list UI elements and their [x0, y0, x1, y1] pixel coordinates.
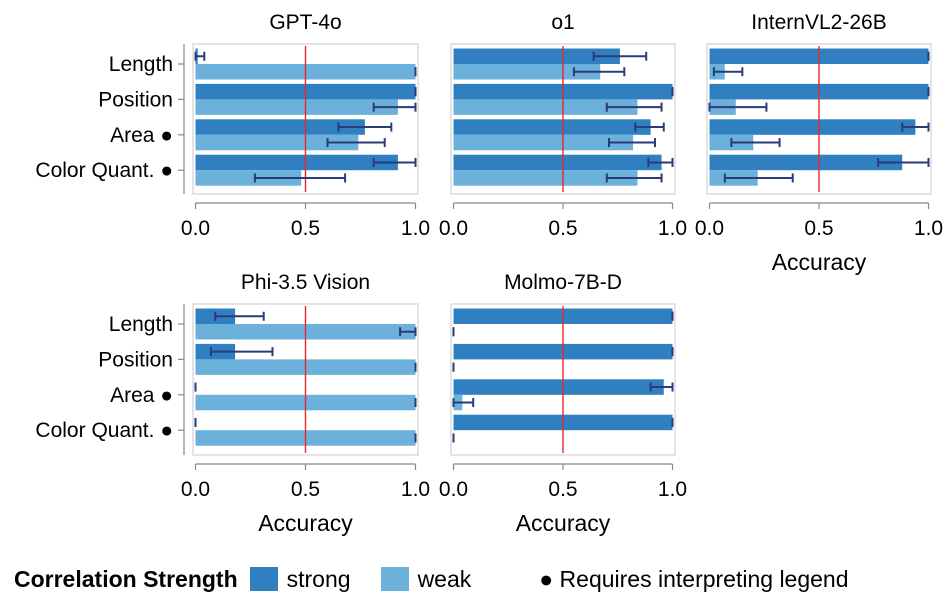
phi-3-5-vision-y-label-area: Area ● [110, 384, 173, 407]
molmo-7b-d-bar-strong-area [453, 379, 664, 395]
o1-panel-title: o1 [551, 11, 574, 34]
phi-3-5-vision-panel-frame [192, 303, 419, 456]
molmo-7b-d-errorbar-weak-area [452, 398, 475, 408]
internvl2-26b-panel-frame [706, 43, 932, 195]
gpt-4o-x-tick-label-0-5: 0.5 [291, 217, 320, 240]
phi-3-5-vision-panel-title: Phi-3.5 Vision [241, 271, 370, 294]
o1-errorbar-weak-color-quant [605, 173, 663, 183]
o1-bar-strong-area [453, 119, 651, 135]
gpt-4o-errorbar-strong-area [337, 122, 393, 132]
phi-3-5-vision-x-axis-label: Accuracy [258, 510, 353, 536]
molmo-7b-d-x-tick-label-1-0: 1.0 [658, 478, 687, 501]
molmo-7b-d-panel-frame [450, 303, 676, 456]
legend-item-weak: weak [380, 565, 472, 593]
internvl2-26b-bar-strong-area [709, 119, 916, 135]
internvl2-26b-errorbar-strong-color-quant [877, 157, 930, 167]
gpt-4o-bar-weak-position [195, 99, 398, 115]
o1-panel-frame [450, 43, 676, 195]
phi-3-5-vision-x-tick-label-0-5: 0.5 [291, 478, 320, 501]
gpt-4o-errorbar-strong-length [194, 51, 206, 61]
phi-3-5-vision-errorbar-strong-position [209, 347, 274, 357]
gpt-4o-y-label-area: Area ● [110, 124, 173, 147]
o1-x-tick-label-1-0: 1.0 [658, 217, 687, 240]
internvl2-26b-x-axis-label: Accuracy [772, 249, 867, 275]
legend-title: Correlation Strength [14, 565, 238, 592]
internvl2-26b-errorbar-weak-area [730, 138, 781, 148]
gpt-4o-x-tick-label-1-0: 1.0 [401, 217, 430, 240]
gpt-4o-errorbar-strong-color-quant [372, 157, 417, 167]
gpt-4o-y-label-position: Position [98, 88, 173, 111]
phi-3-5-vision-y-label-position: Position [98, 348, 173, 371]
internvl2-26b-errorbar-weak-color-quant [723, 173, 794, 183]
o1-bar-weak-color-quant [453, 170, 638, 186]
legend: Correlation Strength strong weak ● Requi… [14, 563, 849, 595]
o1-x-tick-label-0-5: 0.5 [548, 217, 577, 240]
molmo-7b-d-x-tick-label-0-0: 0.0 [439, 478, 468, 501]
o1-bar-strong-color-quant [453, 154, 662, 171]
gpt-4o-bar-strong-color-quant [195, 154, 398, 171]
internvl2-26b-x-tick-label-1-0: 1.0 [914, 217, 943, 240]
phi-3-5-vision-y-label-length: Length [109, 313, 173, 336]
gpt-4o-panel-title: GPT-4o [269, 11, 341, 34]
phi-3-5-vision-y-label-color-quant: Color Quant. ● [35, 419, 173, 442]
phi-3-5-vision-x-tick-label-0-0: 0.0 [181, 478, 210, 501]
gpt-4o-panel-frame [192, 43, 419, 195]
o1-errorbar-strong-area [634, 122, 665, 132]
o1-errorbar-weak-area [607, 138, 656, 148]
gpt-4o-errorbar-weak-position [372, 102, 417, 112]
phi-3-5-vision-x-tick-label-1-0: 1.0 [401, 478, 430, 501]
internvl2-26b-x-tick-label-0-5: 0.5 [804, 217, 833, 240]
internvl2-26b-x-tick-label-0-0: 0.0 [695, 217, 724, 240]
o1-bar-weak-position [453, 99, 638, 115]
o1-errorbar-strong-color-quant [647, 157, 674, 167]
legend-swatch-strong [249, 567, 278, 591]
molmo-7b-d-x-tick-label-0-5: 0.5 [548, 478, 577, 501]
gpt-4o-errorbar-weak-color-quant [253, 173, 347, 183]
internvl2-26b-errorbar-weak-length [712, 67, 744, 77]
gpt-4o-y-label-color-quant: Color Quant. ● [35, 159, 173, 182]
molmo-7b-d-panel-title: Molmo-7B-D [504, 271, 622, 294]
o1-errorbar-weak-length [572, 67, 626, 77]
legend-label-strong: strong [286, 565, 351, 592]
phi-3-5-vision-errorbar-strong-length [214, 311, 265, 321]
internvl2-26b-errorbar-strong-area [901, 122, 930, 132]
molmo-7b-d-x-axis-label: Accuracy [516, 510, 611, 536]
gpt-4o-x-tick-label-0-0: 0.0 [181, 217, 210, 240]
o1-bar-weak-area [453, 134, 634, 151]
internvl2-26b-panel-title: InternVL2-26B [751, 11, 886, 34]
gpt-4o-bar-weak-area [195, 134, 359, 151]
gpt-4o-y-label-length: Length [109, 53, 173, 76]
gpt-4o-bar-strong-area [195, 119, 365, 135]
gpt-4o-bar-weak-color-quant [195, 170, 302, 186]
legend-note: ● Requires interpreting legend [539, 565, 849, 592]
o1-bar-strong-length [453, 48, 620, 64]
legend-swatch-weak [380, 567, 409, 591]
internvl2-26b-errorbar-weak-position [708, 102, 768, 112]
o1-errorbar-strong-length [592, 51, 648, 61]
o1-errorbar-weak-position [605, 102, 663, 112]
gpt-4o-errorbar-weak-area [326, 138, 386, 148]
phi-3-5-vision-errorbar-weak-length [399, 327, 417, 337]
molmo-7b-d-errorbar-strong-area [649, 382, 674, 392]
legend-item-strong: strong [249, 565, 351, 593]
o1-x-tick-label-0-0: 0.0 [439, 217, 468, 240]
internvl2-26b-bar-strong-color-quant [709, 154, 903, 171]
legend-label-weak: weak [417, 565, 472, 592]
